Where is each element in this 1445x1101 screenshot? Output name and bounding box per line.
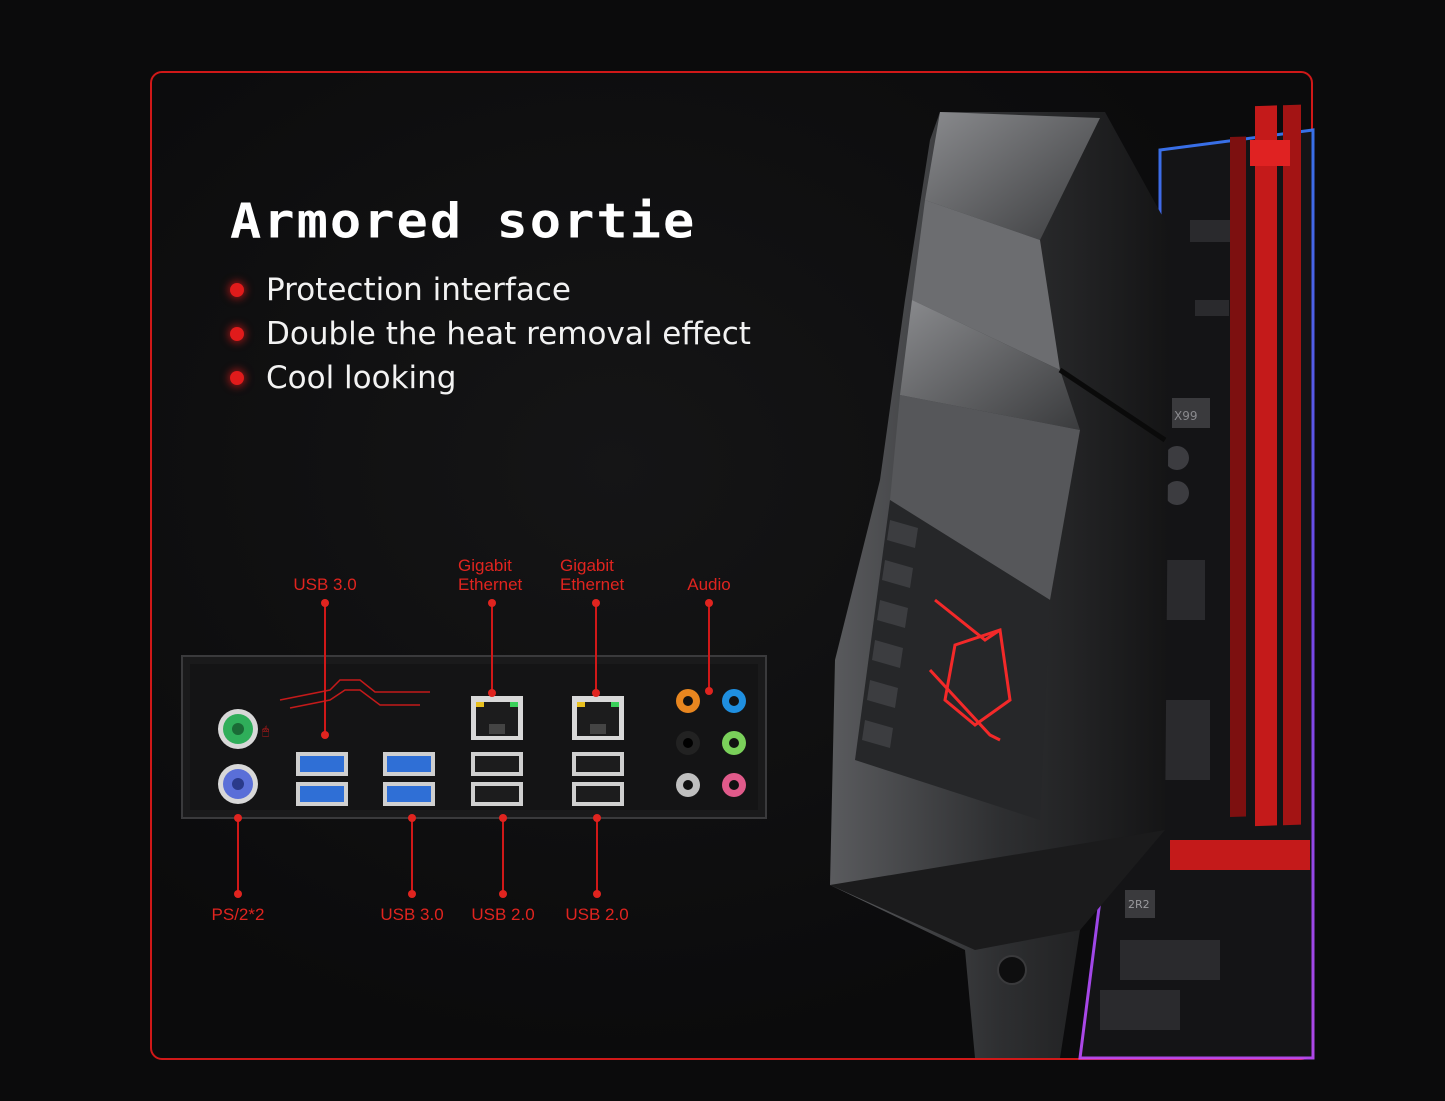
feature-list: Protection interface Double the heat rem…	[226, 268, 751, 400]
callout-dot	[593, 814, 601, 822]
page-title: Armored sortie	[230, 194, 697, 250]
io-armor-cover	[830, 112, 1170, 1058]
callout-dot	[488, 599, 496, 607]
callout-dot	[499, 890, 507, 898]
callout-line	[596, 818, 598, 894]
callout-dot	[592, 599, 600, 607]
label-usb20-1: USB 2.0	[471, 905, 535, 924]
usb20-port-group-2	[572, 752, 624, 806]
callout-dot	[321, 599, 329, 607]
bullet-icon	[230, 371, 244, 385]
label-usb30-top: USB 3.0	[293, 575, 357, 594]
chip-label: 2R2	[1128, 898, 1150, 911]
label-line: Ethernet	[458, 575, 523, 594]
feature-text: Protection interface	[266, 272, 571, 308]
feature-text: Cool looking	[266, 360, 457, 396]
usb30-port-group-1	[296, 752, 348, 806]
callout-dot	[705, 687, 713, 695]
bullet-icon	[230, 327, 244, 341]
label-audio: Audio	[687, 575, 731, 594]
usb30-port-group-2	[383, 752, 435, 806]
ps2-keyboard-port	[218, 764, 258, 804]
bullet-icon	[230, 283, 244, 297]
callout-dot	[321, 731, 329, 739]
ram-slots	[1170, 104, 1310, 870]
usb20-port-group-1	[471, 752, 523, 806]
mouse-icon: 🖱	[262, 724, 269, 738]
feature-item: Protection interface	[226, 268, 751, 312]
callout-line	[595, 603, 597, 693]
callout-line	[708, 603, 710, 691]
feature-item: Cool looking	[226, 356, 751, 400]
callout-line	[502, 818, 504, 894]
callout-dot	[234, 890, 242, 898]
pcb-components	[1100, 220, 1230, 1030]
callout-line	[324, 603, 326, 735]
callout-dot	[408, 890, 416, 898]
feature-item: Double the heat removal effect	[226, 312, 751, 356]
callout-dot	[488, 689, 496, 697]
callout-dot	[408, 814, 416, 822]
label-line: Gigabit	[560, 556, 614, 575]
audio-jacks	[676, 689, 746, 797]
callout-dot	[234, 814, 242, 822]
callout-line	[411, 818, 413, 894]
callout-line	[491, 603, 493, 693]
callout-line	[237, 818, 239, 894]
label-usb20-2: USB 2.0	[565, 905, 629, 924]
callout-dot	[593, 890, 601, 898]
label-usb30-bottom: USB 3.0	[380, 905, 444, 924]
ethernet-port-1	[471, 696, 523, 740]
ps2-mouse-port	[218, 709, 258, 749]
ethernet-port-2	[572, 696, 624, 740]
label-gigabit-ethernet-2: Gigabit Ethernet	[560, 556, 624, 594]
feature-text: Double the heat removal effect	[266, 316, 751, 352]
label-line: Ethernet	[560, 575, 625, 594]
callout-dot	[705, 599, 713, 607]
callout-dot	[499, 814, 507, 822]
label-gigabit-ethernet-1: Gigabit Ethernet	[458, 556, 522, 594]
label-line: Gigabit	[458, 556, 512, 575]
chipset-label: X99	[1174, 409, 1198, 423]
callout-dot	[592, 689, 600, 697]
label-ps2: PS/2*2	[211, 905, 265, 924]
